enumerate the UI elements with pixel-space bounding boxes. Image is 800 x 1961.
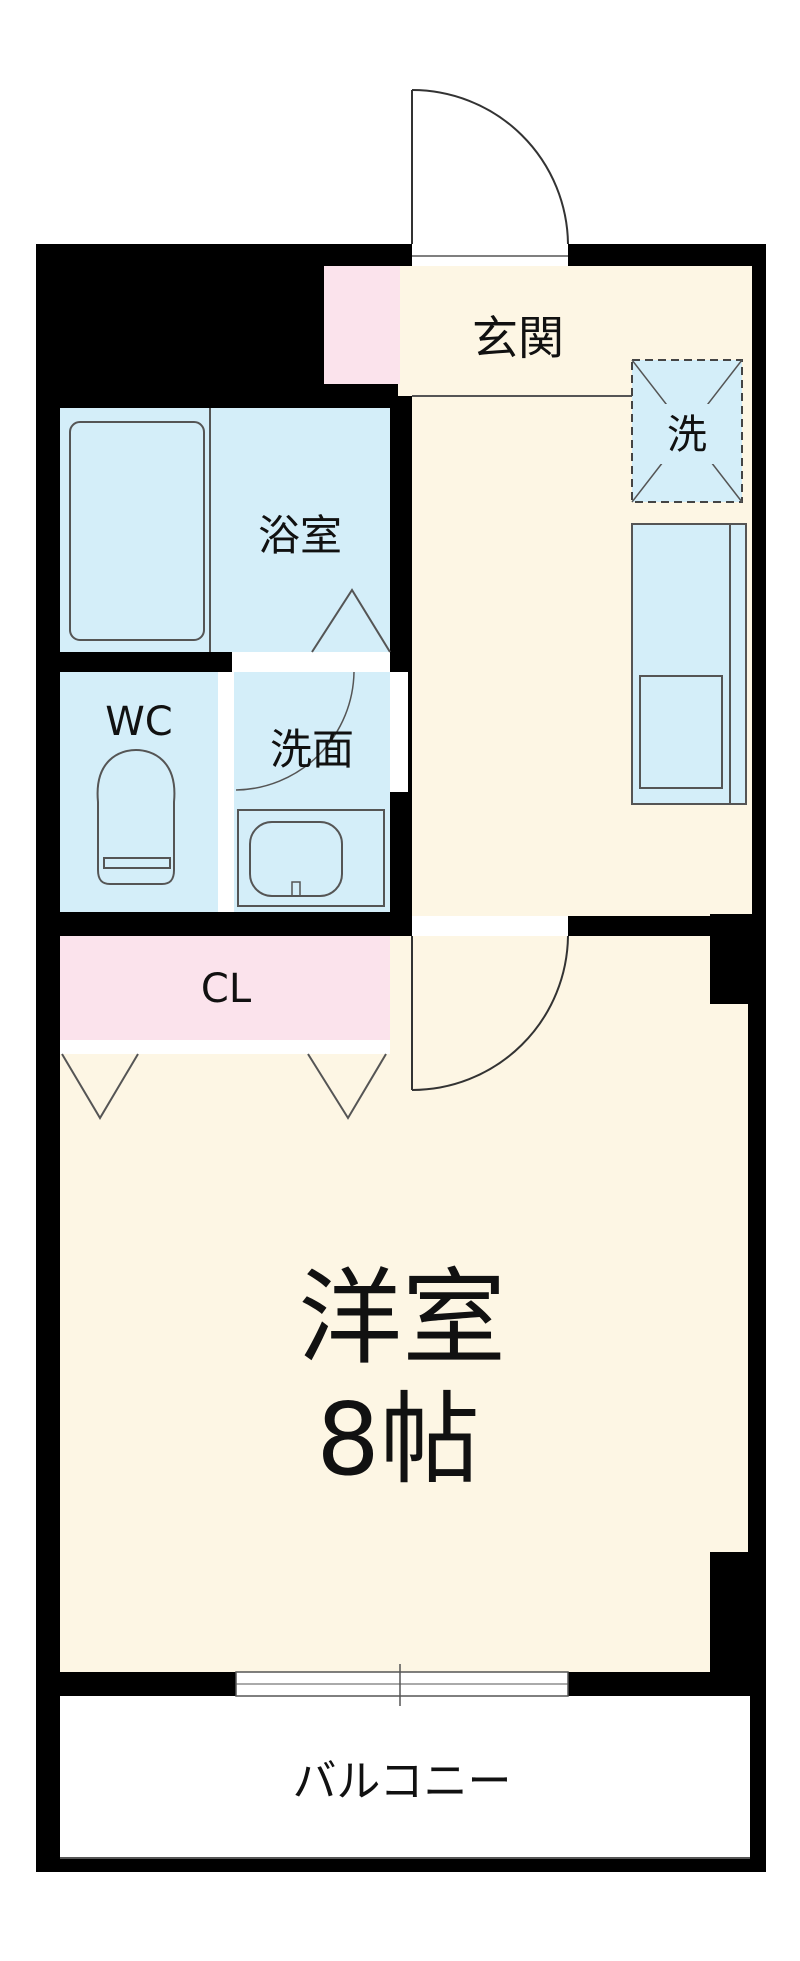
label-closet: CL bbox=[201, 966, 252, 1012]
label-washroom: 洗面 bbox=[270, 725, 354, 774]
label-western-room: 洋室 bbox=[298, 1257, 506, 1379]
room-door-swing bbox=[411, 935, 569, 1091]
wc-door-opening bbox=[218, 672, 234, 912]
column-right-top bbox=[710, 914, 766, 1004]
bath-door-opening bbox=[232, 652, 390, 672]
closet-door-strip bbox=[60, 1040, 390, 1054]
label-balcony: バルコニー bbox=[292, 1756, 511, 1807]
kitchen-counter bbox=[631, 523, 747, 805]
closet-door-fold-left bbox=[61, 1053, 139, 1120]
entry-opening bbox=[412, 244, 568, 266]
label-bath: 浴室 bbox=[258, 511, 342, 560]
label-wc: WC bbox=[105, 699, 172, 745]
entry-door-swing bbox=[411, 89, 569, 245]
vanity bbox=[237, 809, 385, 907]
bath-door-fold bbox=[311, 588, 391, 653]
column-right-bottom bbox=[710, 1552, 766, 1672]
toilet-tank bbox=[103, 857, 171, 869]
closet-floor-top bbox=[60, 936, 390, 1040]
washroom-door-swing bbox=[235, 671, 355, 791]
bathtub bbox=[69, 421, 205, 641]
washroom-door-opening bbox=[390, 672, 408, 792]
kitchen-sink bbox=[639, 675, 723, 789]
vanity-faucet bbox=[291, 881, 301, 897]
western-room-floor bbox=[60, 936, 748, 1672]
label-entrance: 玄関 bbox=[472, 311, 564, 365]
balcony-floor bbox=[60, 1696, 750, 1858]
toilet-bowl bbox=[96, 748, 176, 885]
shoe-box bbox=[324, 266, 400, 384]
label-washer: 洗 bbox=[667, 412, 707, 458]
label-western-room-size: 8帖 bbox=[316, 1381, 480, 1498]
closet-door-fold-right bbox=[307, 1053, 387, 1120]
washer-label-bg bbox=[652, 404, 722, 464]
room-door-opening bbox=[412, 916, 568, 936]
